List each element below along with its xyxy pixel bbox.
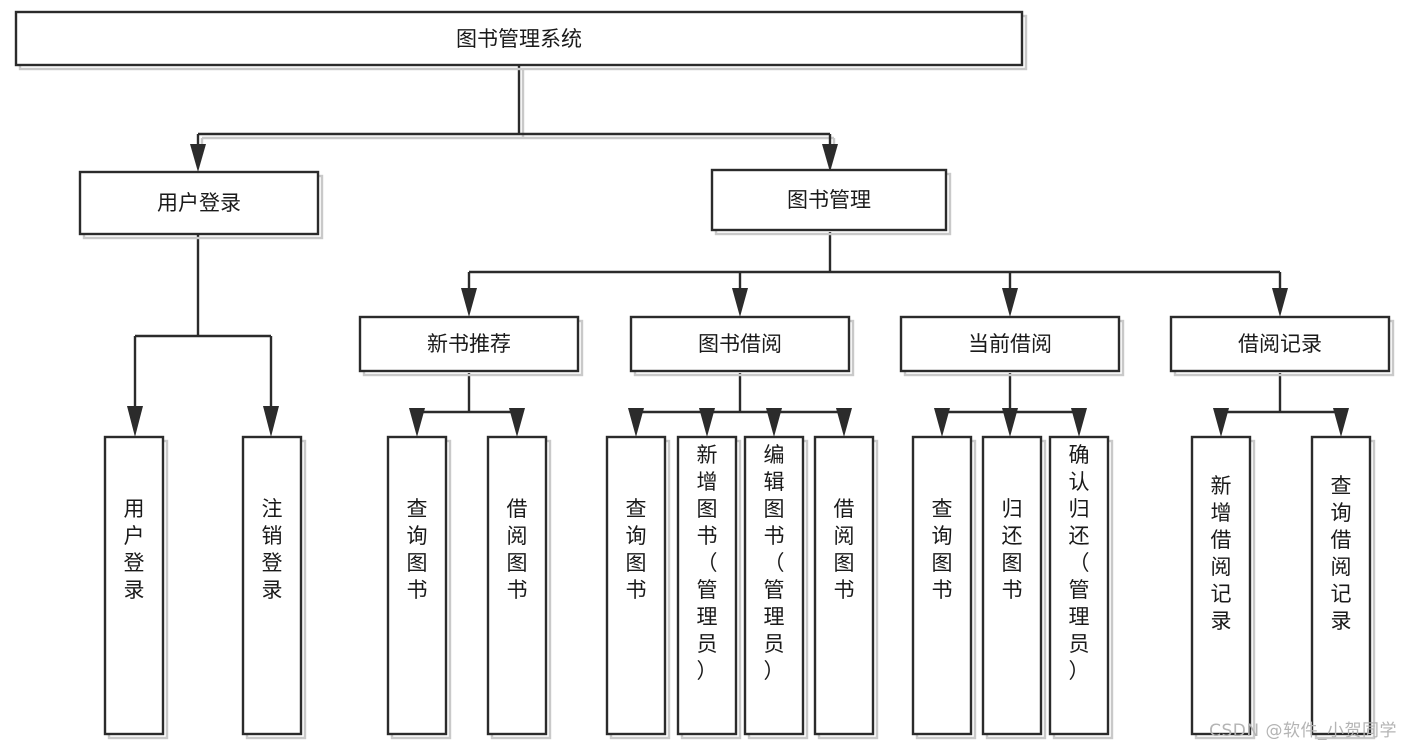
leaf-nb-borrow[interactable]: 借阅图书 [486, 435, 552, 740]
leaf-logout[interactable]: 注销登录 [241, 435, 307, 740]
leaf-user-login-box [103, 435, 165, 736]
root-title-label: 图书管理系统 [456, 27, 582, 51]
leaf-bb-add-label: 新增图书（管理员） [697, 443, 718, 683]
root-box [14, 10, 1024, 67]
leaf-bb-add-box [676, 435, 738, 736]
connector-user-login-to-leaves [133, 235, 273, 408]
node-book-borrow[interactable]: 图书借阅 [629, 315, 855, 377]
leaf-bb-query-label: 查询图书 [626, 497, 647, 602]
leaf-bb-borrow-box [813, 435, 875, 736]
arrow-to-leaf-bb-borrow [836, 408, 852, 437]
current-borrow-box [899, 315, 1121, 373]
leaf-logout-box [241, 435, 303, 736]
book-manage-box [710, 168, 948, 232]
node-user-login[interactable]: 用户登录 [78, 170, 324, 240]
arrow-to-leaf-bb-edit [766, 408, 782, 437]
current-borrow-label: 当前借阅 [968, 332, 1052, 356]
connector-book-manage-to-level3 [467, 232, 1282, 290]
borrow-record-box [1169, 315, 1391, 373]
csdn-watermark: CSDN @软件_小贺同学 [1209, 721, 1397, 741]
arrow-to-leaf-cb-confirm [1071, 408, 1087, 437]
arrow-to-book-borrow [732, 288, 748, 317]
leaf-bb-borrow[interactable]: 借阅图书 [813, 435, 879, 740]
connector-root-bus-shadow [200, 70, 836, 154]
arrow-to-leaf-cb-return [1002, 408, 1018, 437]
leaf-bb-edit-box [743, 435, 805, 736]
leaf-cb-query-box [911, 435, 973, 736]
leaf-user-login-label: 用户登录 [124, 497, 145, 602]
leaf-rec-add[interactable]: 新增借阅记录 [1190, 435, 1256, 740]
leaf-cb-return-label: 归还图书 [1002, 497, 1023, 602]
leaf-nb-query[interactable]: 查询图书 [386, 435, 452, 740]
leaf-cb-query-label: 查询图书 [932, 497, 953, 602]
arrow-to-leaf-bb-query [628, 408, 644, 437]
arrow-to-book-manage [822, 144, 838, 172]
new-book-box [358, 315, 580, 373]
leaf-nb-query-box [386, 435, 448, 736]
leaf-rec-add-label: 新增借阅记录 [1211, 474, 1232, 633]
leaf-cb-confirm-box [1048, 435, 1110, 736]
node-root-title[interactable]: 图书管理系统 [14, 10, 1028, 71]
user-login-label: 用户登录 [157, 191, 241, 215]
arrow-to-leaf-rec-query [1333, 408, 1349, 437]
book-borrow-label: 图书借阅 [698, 332, 782, 356]
leaf-nb-borrow-label: 借阅图书 [507, 497, 528, 602]
leaf-rec-query[interactable]: 查询借阅记录 [1310, 435, 1376, 740]
node-book-manage[interactable]: 图书管理 [710, 168, 952, 236]
arrow-to-borrow-record [1272, 288, 1288, 317]
leaf-bb-edit-label: 编辑图书（管理员） [764, 443, 785, 683]
leaf-nb-borrow-box [486, 435, 548, 736]
leaf-bb-query-box [605, 435, 667, 736]
connector-root-to-level2 [196, 66, 832, 150]
connector-new-book-to-leaves [415, 373, 519, 418]
connector-borrow-record-to-leaves [1219, 373, 1343, 418]
arrow-to-leaf-rec-add [1213, 408, 1229, 437]
leaf-bb-query[interactable]: 查询图书 [605, 435, 671, 740]
leaf-nb-query-label: 查询图书 [407, 497, 428, 602]
arrow-to-new-book [461, 288, 477, 317]
leaf-cb-query[interactable]: 查询图书 [911, 435, 977, 740]
leaf-cb-confirm[interactable]: 确认归还（管理员） [1048, 435, 1114, 740]
arrow-to-leaf-nb-query [409, 408, 425, 437]
arrow-to-user-login [190, 144, 206, 172]
node-borrow-record[interactable]: 借阅记录 [1169, 315, 1395, 377]
leaf-bb-borrow-label: 借阅图书 [834, 497, 855, 602]
leaf-user-login[interactable]: 用户登录 [103, 435, 169, 740]
node-current-borrow[interactable]: 当前借阅 [899, 315, 1125, 377]
node-new-book[interactable]: 新书推荐 [358, 315, 584, 377]
leaf-cb-confirm-label: 确认归还（管理员） [1069, 443, 1090, 683]
user-login-box [78, 170, 320, 236]
leaf-cb-return-box [981, 435, 1043, 736]
leaf-bb-edit[interactable]: 编辑图书（管理员） [743, 435, 809, 740]
connector-layer [127, 66, 1349, 437]
leaf-logout-label: 注销登录 [262, 497, 283, 602]
arrow-to-leaf-logout [263, 406, 279, 437]
leaf-rec-add-box [1190, 435, 1252, 736]
leaf-rec-query-label: 查询借阅记录 [1331, 474, 1352, 633]
arrow-to-current-borrow [1002, 288, 1018, 317]
leaf-cb-return[interactable]: 归还图书 [981, 435, 1047, 740]
arrow-to-leaf-user-login [127, 406, 143, 437]
new-book-label: 新书推荐 [427, 332, 511, 356]
arrow-to-leaf-nb-borrow [509, 408, 525, 437]
book-borrow-box [629, 315, 851, 373]
leaf-rec-query-box [1310, 435, 1372, 736]
connector-book-borrow-to-leaves [634, 373, 846, 418]
leaf-bb-add[interactable]: 新增图书（管理员） [676, 435, 742, 740]
borrow-record-label: 借阅记录 [1238, 332, 1322, 356]
arrow-to-leaf-cb-query [934, 408, 950, 437]
arrow-to-leaf-bb-add [699, 408, 715, 437]
book-manage-label: 图书管理 [787, 188, 871, 212]
